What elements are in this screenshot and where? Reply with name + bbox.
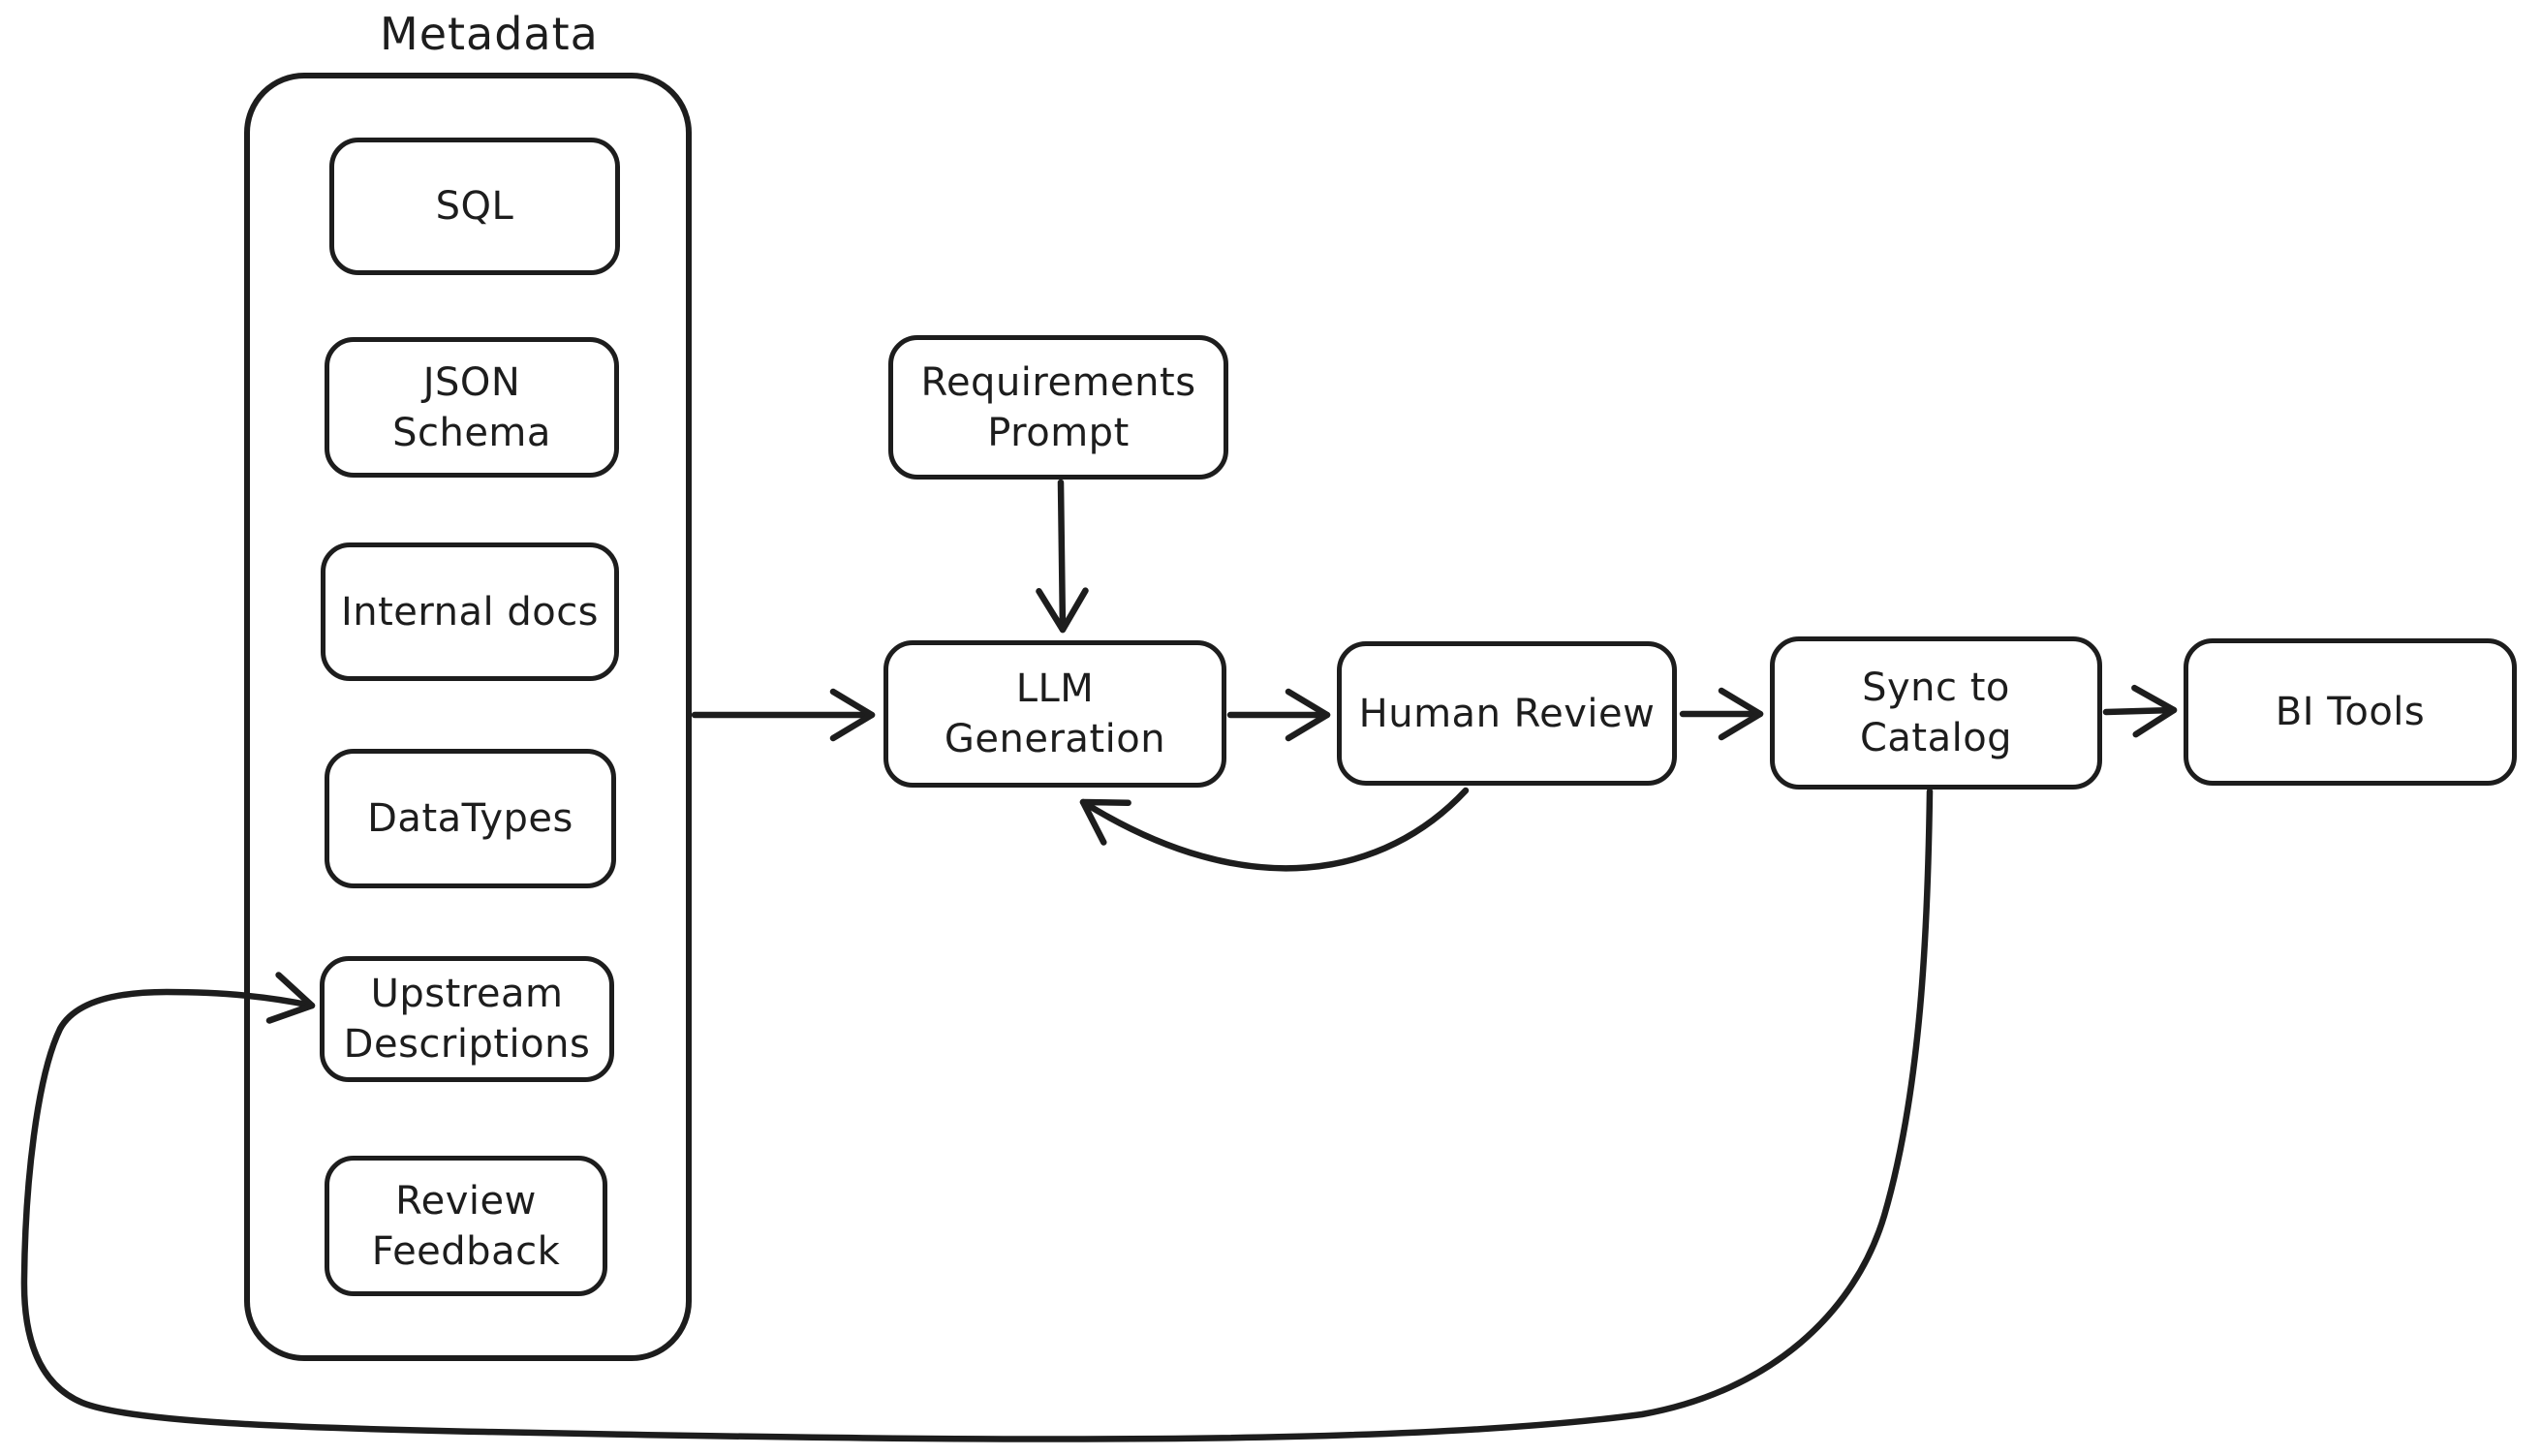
node-review-feedback: Review Feedback [325,1156,607,1296]
arrow-sync-to-bi [2102,684,2178,738]
node-upstream-descriptions: Upstream Descriptions [320,956,614,1082]
node-sync-to-catalog: Sync to Catalog [1770,636,2102,790]
node-llm-generation: LLM Generation [883,640,1226,788]
node-bi-tools: BI Tools [2184,638,2517,786]
node-requirements-prompt: Requirements Prompt [888,335,1228,480]
arrow-human-feedback-to-llm [1079,787,1470,872]
node-human-review: Human Review [1337,641,1677,786]
node-json-schema: JSON Schema [325,337,619,478]
metadata-group-label: Metadata [380,8,599,60]
arrow-requirements-to-llm [1036,479,1089,634]
node-internal-docs: Internal docs [321,542,619,681]
node-datatypes: DataTypes [325,749,616,888]
node-sql: SQL [329,138,620,275]
